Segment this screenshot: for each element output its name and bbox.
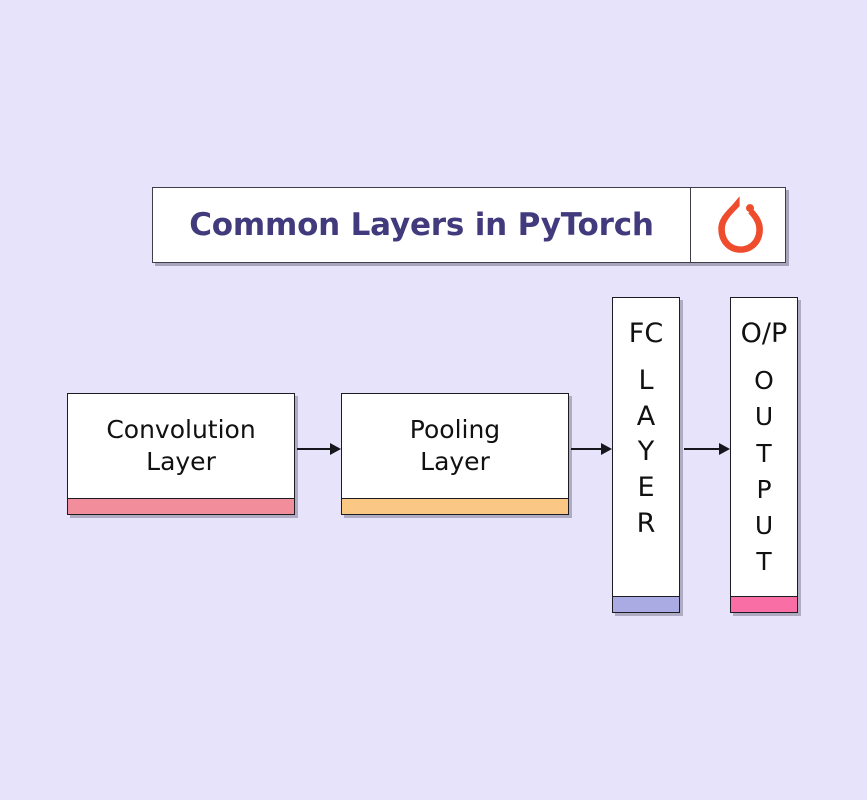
arrow-pooling-to-fc <box>571 443 612 455</box>
node-output-letter-2: U <box>754 402 774 432</box>
node-pooling-line-1: Pooling <box>409 415 501 444</box>
node-fc-letter-4: E <box>637 471 655 503</box>
node-pooling-accent-bar <box>342 498 568 514</box>
node-fc-head: FC <box>628 318 664 349</box>
node-fc-layer[interactable]: FC L A Y E R <box>612 297 680 613</box>
node-output-stacked-letters: O U T P U T <box>754 363 774 581</box>
title-banner: Common Layers in PyTorch <box>152 187 786 263</box>
node-pooling-layer[interactable]: Pooling Layer <box>341 393 569 515</box>
pytorch-flame-icon <box>710 194 766 256</box>
arrow-convolution-to-pooling <box>297 443 341 455</box>
node-output-letter-5: U <box>754 511 774 540</box>
node-output-accent-bar <box>731 596 797 612</box>
node-output-body: O/P O U T P U T <box>731 298 797 596</box>
node-fc-accent-bar <box>613 596 679 612</box>
node-fc-letter-2: A <box>636 400 656 432</box>
node-pooling-label: Pooling Layer <box>410 414 500 478</box>
node-convolution-layer[interactable]: Convolution Layer <box>67 393 295 515</box>
node-convolution-body: Convolution Layer <box>68 394 294 498</box>
node-output-letter-1: O <box>754 366 774 395</box>
node-convolution-line-2: Layer <box>146 447 216 476</box>
node-output-letter-4: P <box>756 474 772 504</box>
node-fc-body: FC L A Y E R <box>613 298 679 596</box>
node-output-letter-6: T <box>756 547 772 577</box>
node-fc-stacked-letters: L A Y E R <box>637 363 656 541</box>
node-convolution-accent-bar <box>68 498 294 514</box>
node-output-letter-3: T <box>756 438 772 468</box>
node-fc-letter-1: L <box>638 365 654 396</box>
node-pooling-body: Pooling Layer <box>342 394 568 498</box>
node-pooling-line-2: Layer <box>420 447 490 476</box>
title-text-cell: Common Layers in PyTorch <box>153 188 691 262</box>
page-title: Common Layers in PyTorch <box>189 207 654 243</box>
node-output-head: O/P <box>740 318 788 349</box>
node-fc-letter-3: Y <box>637 436 655 468</box>
node-output[interactable]: O/P O U T P U T <box>730 297 798 613</box>
node-convolution-label: Convolution Layer <box>106 414 255 478</box>
logo-cell <box>691 188 785 262</box>
arrow-fc-to-output <box>684 443 730 455</box>
node-fc-letter-5: R <box>636 507 656 539</box>
node-convolution-line-1: Convolution <box>106 415 256 444</box>
